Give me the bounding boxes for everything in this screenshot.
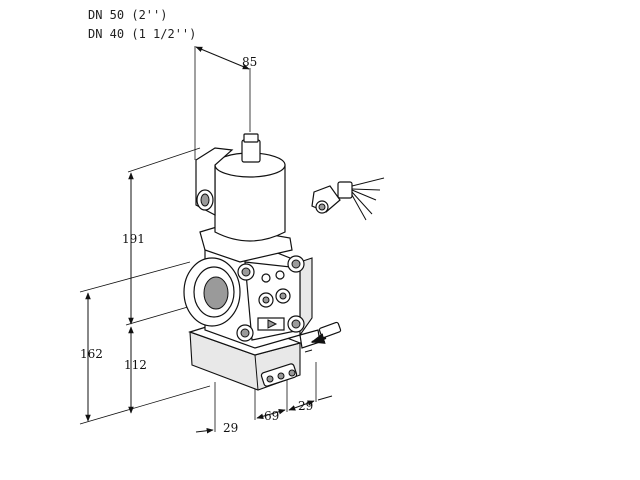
- dim-label-112: 112: [124, 358, 147, 372]
- model-sizes: DN 50 (2'') DN 40 (1 1/2''): [88, 6, 196, 44]
- valve-body: [183, 237, 313, 349]
- size-dn40: DN 40 (1 1/2''): [88, 27, 197, 41]
- dim-label-69: 69: [264, 409, 279, 423]
- dimension-top-width: 85: [194, 46, 257, 160]
- dim-label-85: 85: [242, 55, 257, 69]
- dimension-height-total: 162: [79, 261, 211, 425]
- dim-label-29-left: 29: [223, 421, 238, 435]
- connector-plug: [311, 177, 385, 221]
- dimension-height-lower: 112: [124, 326, 147, 414]
- side-fitting: [299, 321, 342, 353]
- solenoid-coil: [195, 133, 293, 263]
- dim-label-29-right: 29: [298, 399, 313, 413]
- dim-label-162: 162: [80, 347, 103, 361]
- dim-label-191: 191: [122, 232, 145, 246]
- size-dn50: DN 50 (2''): [88, 8, 168, 22]
